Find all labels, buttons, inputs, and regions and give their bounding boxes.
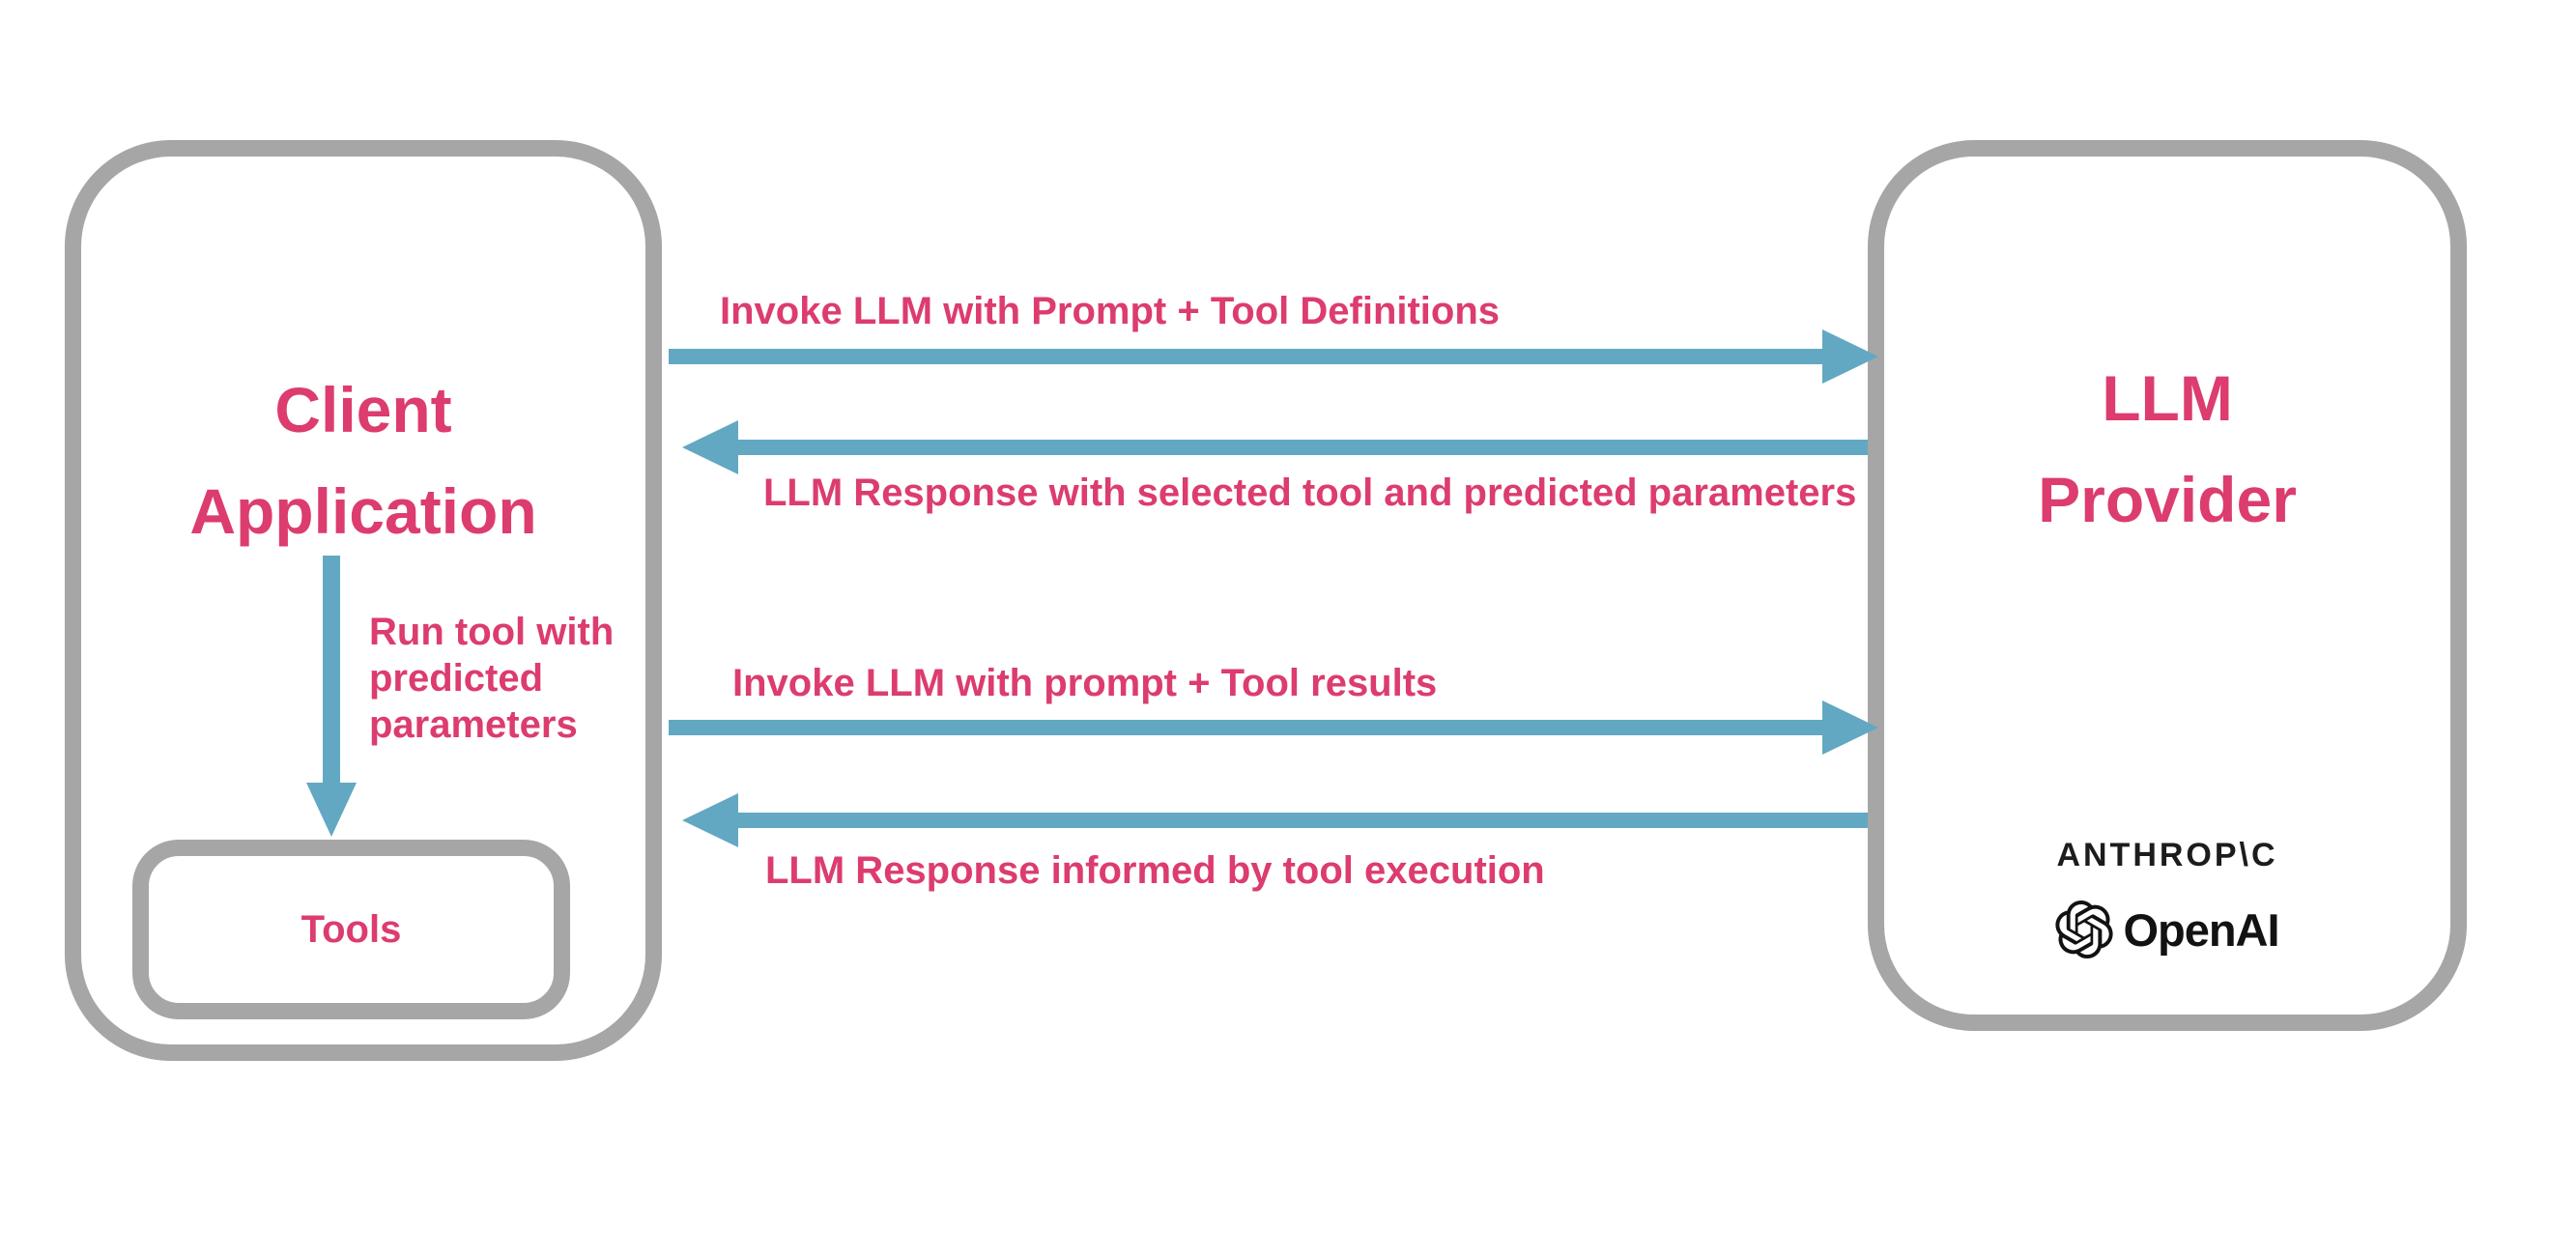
arrow-right-icon	[1822, 329, 1878, 384]
anthropic-logo-wordmark: ANTHROP\C	[2056, 837, 2278, 873]
client-title-line2: Application	[189, 475, 537, 547]
openai-logo-text: OpenAI	[2123, 903, 2279, 956]
llm-provider-title: LLM Provider	[1868, 348, 2467, 551]
arrow-down-icon	[306, 783, 357, 837]
run-tool-label: Run tool with predicted parameters	[369, 609, 614, 748]
arrow-response-selected-tool-shaft	[738, 440, 1868, 455]
client-application-title: Client Application	[65, 359, 662, 562]
openai-logo-icon	[2055, 901, 2113, 958]
tools-box: Tools	[132, 840, 570, 1019]
arrow-label-invoke-tool-results: Invoke LLM with prompt + Tool results	[732, 662, 1438, 704]
run-tool-label-line2: predicted	[369, 657, 544, 700]
arrow-label-response-tool-execution: LLM Response informed by tool execution	[765, 849, 1545, 892]
client-title-line1: Client	[274, 374, 452, 445]
arrow-label-response-selected-tool: LLM Response with selected tool and pred…	[763, 472, 1857, 514]
openai-logo: OpenAI	[1868, 901, 2467, 958]
run-tool-label-line1: Run tool with	[369, 611, 615, 653]
arrow-left-icon	[682, 793, 738, 847]
llm-title-line2: Provider	[2038, 464, 2297, 535]
arrow-left-icon	[682, 420, 738, 474]
run-tool-arrow-shaft	[323, 556, 340, 785]
run-tool-label-line3: parameters	[369, 703, 578, 746]
llm-title-line1: LLM	[2102, 362, 2233, 434]
arrow-response-tool-execution-shaft	[738, 813, 1868, 828]
arrow-right-icon	[1822, 700, 1878, 755]
llm-provider-box	[1868, 140, 2467, 1031]
arrow-invoke-tool-results-shaft	[669, 720, 1824, 735]
arrow-label-invoke-definitions: Invoke LLM with Prompt + Tool Definition…	[720, 290, 1501, 332]
tools-label: Tools	[301, 907, 402, 951]
arrow-invoke-definitions-shaft	[669, 349, 1824, 364]
